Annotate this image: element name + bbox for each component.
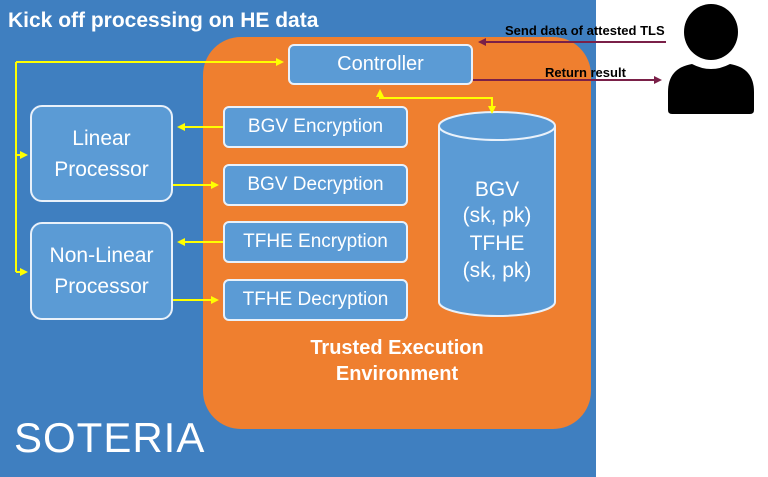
tfhe-encryption-label: TFHE Encryption [243, 231, 388, 252]
arrow-controller-key-store [376, 89, 496, 114]
key-store-line3: TFHE [469, 232, 525, 255]
linear-processor-line2: Processor [54, 157, 149, 181]
controller-label: Controller [337, 53, 424, 75]
diagram-title: Kick off processing on HE data [8, 9, 319, 32]
key-store-line2: (sk, pk) [462, 204, 532, 227]
bgv-decryption-box: BGV Decryption [223, 164, 408, 206]
nonlinear-processor-line1: Non-Linear [49, 244, 154, 267]
external-arrows [473, 38, 666, 84]
user-icon [668, 4, 754, 114]
return-result-label: Return result [545, 65, 626, 80]
tfhe-decryption-label: TFHE Decryption [242, 289, 389, 310]
key-store-line1: BGV [474, 178, 520, 201]
nonlinear-processor-line2: Processor [54, 275, 149, 298]
nonlinear-processor-box: Non-Linear Processor [30, 222, 173, 320]
tee-label-line1: Trusted Execution [310, 337, 484, 359]
key-store-cylinder [438, 111, 556, 317]
tfhe-encryption-box: TFHE Encryption [223, 221, 408, 263]
flow-arrows [15, 58, 496, 304]
linear-processor-box: Linear Processor [30, 105, 173, 202]
tfhe-decryption-box: TFHE Decryption [223, 279, 408, 321]
bgv-decryption-label: BGV Decryption [247, 174, 384, 195]
linear-processor-line1: Linear [72, 126, 131, 150]
soteria-label: SOTERIA [14, 414, 206, 461]
send-data-label: Send data of attested TLS [505, 23, 665, 38]
bgv-encryption-label: BGV Encryption [247, 116, 384, 137]
key-store-line4: (sk, pk) [462, 259, 532, 282]
tee-label-line2: Environment [335, 363, 459, 385]
controller-box: Controller [288, 44, 473, 85]
